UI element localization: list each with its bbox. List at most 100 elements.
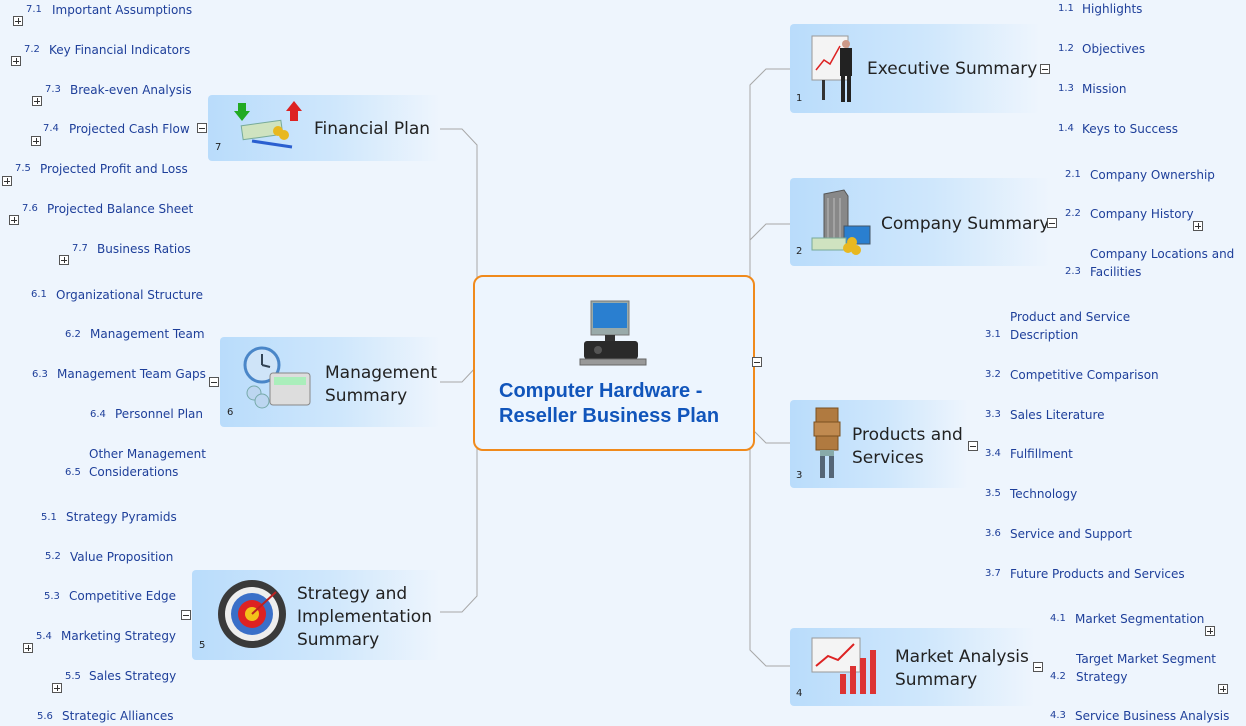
subtopic-strategic-alliances[interactable]: Strategic Alliances bbox=[62, 709, 174, 723]
expand-company-history-button[interactable] bbox=[1193, 221, 1203, 231]
central-title-line1: Computer Hardware - bbox=[499, 380, 703, 402]
subtopic-technology[interactable]: Technology bbox=[1010, 487, 1078, 501]
collapse-management-button[interactable] bbox=[209, 377, 219, 387]
label-line: Other Management bbox=[89, 447, 206, 461]
central-topic[interactable]: Computer Hardware - Reseller Business Pl… bbox=[473, 275, 755, 451]
subtopic-value-proposition[interactable]: Value Proposition bbox=[70, 550, 174, 564]
label-line: Products and bbox=[852, 425, 963, 445]
expand-button[interactable] bbox=[59, 255, 69, 265]
topic-products-services[interactable]: Products and Services 3 bbox=[790, 400, 968, 488]
collapse-market-button[interactable] bbox=[1033, 662, 1043, 672]
delivery-man-icon bbox=[813, 407, 841, 478]
collapse-company-button[interactable] bbox=[1047, 218, 1057, 228]
topic-management-summary[interactable]: Management Summary 6 bbox=[220, 337, 440, 427]
subtopic-key-financial-indicators[interactable]: Key Financial Indicators bbox=[49, 43, 191, 57]
label-line: Services bbox=[852, 448, 924, 468]
subtopic-objectives[interactable]: Objectives bbox=[1082, 42, 1146, 56]
item-number: 7.4 bbox=[43, 123, 59, 134]
item-number: 4.3 bbox=[1050, 710, 1066, 721]
collapse-executive-button[interactable] bbox=[1040, 64, 1050, 74]
topic-market-analysis[interactable]: Market Analysis Summary 4 bbox=[790, 628, 1035, 706]
subtopic-projected-cash-flow[interactable]: Projected Cash Flow bbox=[69, 122, 190, 136]
subtopic-marketing-strategy[interactable]: Marketing Strategy bbox=[61, 629, 177, 643]
expand-target-market-button[interactable] bbox=[1218, 684, 1228, 694]
topic-strategy-implementation[interactable]: Strategy and Implementation Summary 5 bbox=[192, 570, 440, 660]
subtopic-projected-profit-loss[interactable]: Projected Profit and Loss bbox=[40, 162, 188, 176]
expand-button[interactable] bbox=[11, 56, 21, 66]
item-number: 1.3 bbox=[1058, 83, 1074, 94]
subtopic-company-history[interactable]: Company History bbox=[1090, 207, 1194, 221]
expand-button[interactable] bbox=[31, 136, 41, 146]
subtopic-management-team-gaps[interactable]: Management Team Gaps bbox=[57, 367, 206, 381]
money-arrows-icon bbox=[234, 101, 302, 149]
topic-label: Executive Summary bbox=[867, 59, 1038, 79]
expand-button[interactable] bbox=[13, 16, 23, 26]
subtopic-service-business-analysis[interactable]: Service Business Analysis bbox=[1075, 709, 1230, 723]
subtopic-projected-balance-sheet[interactable]: Projected Balance Sheet bbox=[47, 202, 194, 216]
collapse-center-button[interactable] bbox=[752, 357, 762, 367]
subtopic-future-products[interactable]: Future Products and Services bbox=[1010, 567, 1185, 581]
item-number: 3.5 bbox=[985, 488, 1001, 499]
item-number: 2.2 bbox=[1065, 208, 1081, 219]
item-number: 7.6 bbox=[22, 203, 38, 214]
item-number: 1.2 bbox=[1058, 43, 1074, 54]
label-line: Summary bbox=[895, 670, 978, 690]
label-line: Facilities bbox=[1090, 265, 1142, 279]
item-number: 4.1 bbox=[1050, 613, 1066, 624]
subtopic-organizational-structure[interactable]: Organizational Structure bbox=[56, 288, 204, 302]
subtopic-strategy-pyramids[interactable]: Strategy Pyramids bbox=[66, 510, 177, 524]
subtopic-highlights[interactable]: Highlights bbox=[1082, 2, 1143, 16]
central-title-line2: Reseller Business Plan bbox=[499, 405, 720, 427]
item-number: 3.4 bbox=[985, 448, 1001, 459]
label-line: Market Analysis bbox=[895, 647, 1029, 667]
subtopic-market-segmentation[interactable]: Market Segmentation bbox=[1075, 612, 1205, 626]
subtopic-competitive-comparison[interactable]: Competitive Comparison bbox=[1010, 368, 1159, 382]
computer-icon bbox=[579, 300, 647, 366]
topic-number: 6 bbox=[227, 407, 234, 418]
collapse-financial-button[interactable] bbox=[197, 123, 207, 133]
subtopic-sales-literature[interactable]: Sales Literature bbox=[1010, 408, 1105, 422]
subtopic-personnel-plan[interactable]: Personnel Plan bbox=[115, 407, 203, 421]
subtopic-target-market-strategy[interactable]: Target Market Segment Strategy bbox=[1076, 650, 1216, 686]
subtopic-other-management[interactable]: Other Management Considerations bbox=[89, 445, 206, 481]
expand-button[interactable] bbox=[9, 215, 19, 225]
subtopic-service-support[interactable]: Service and Support bbox=[1010, 527, 1132, 541]
collapse-strategy-button[interactable] bbox=[181, 610, 191, 620]
item-number: 6.5 bbox=[65, 467, 81, 478]
expand-market-segmentation-button[interactable] bbox=[1205, 626, 1215, 636]
clock-calculator-icon bbox=[243, 346, 311, 409]
building-money-icon bbox=[811, 189, 871, 255]
topic-number: 4 bbox=[796, 688, 803, 699]
item-number: 5.3 bbox=[44, 591, 60, 602]
label-line: Product and Service bbox=[1010, 310, 1131, 324]
expand-button[interactable] bbox=[23, 643, 33, 653]
topic-label: Company Summary bbox=[881, 214, 1050, 234]
subtopic-break-even-analysis[interactable]: Break-even Analysis bbox=[70, 83, 192, 97]
label-line: Company Locations and bbox=[1090, 247, 1235, 261]
collapse-products-button[interactable] bbox=[968, 441, 978, 451]
topic-company-summary[interactable]: Company Summary 2 bbox=[790, 178, 1050, 266]
subtopic-important-assumptions[interactable]: Important Assumptions bbox=[52, 3, 193, 17]
subtopic-company-ownership[interactable]: Company Ownership bbox=[1090, 168, 1215, 182]
topic-number: 2 bbox=[796, 246, 803, 257]
topic-number: 5 bbox=[199, 640, 206, 651]
subtopic-management-team[interactable]: Management Team bbox=[90, 327, 205, 341]
topic-number: 1 bbox=[796, 93, 803, 104]
topic-financial-plan[interactable]: Financial Plan 7 bbox=[208, 95, 440, 161]
subtopic-business-ratios[interactable]: Business Ratios bbox=[97, 242, 191, 256]
subtopic-competitive-edge[interactable]: Competitive Edge bbox=[69, 589, 176, 603]
item-number: 1.1 bbox=[1058, 3, 1074, 14]
expand-button[interactable] bbox=[2, 176, 12, 186]
subtopic-company-locations[interactable]: Company Locations and Facilities bbox=[1090, 245, 1234, 281]
expand-button[interactable] bbox=[52, 683, 62, 693]
expand-button[interactable] bbox=[32, 96, 42, 106]
item-number: 1.4 bbox=[1058, 123, 1074, 134]
item-number: 3.6 bbox=[985, 528, 1001, 539]
item-number: 2.3 bbox=[1065, 266, 1081, 277]
subtopic-sales-strategy[interactable]: Sales Strategy bbox=[89, 669, 177, 683]
subtopic-fulfillment[interactable]: Fulfillment bbox=[1010, 447, 1073, 461]
subtopic-keys-to-success[interactable]: Keys to Success bbox=[1082, 122, 1178, 136]
subtopic-product-description[interactable]: Product and Service Description bbox=[1010, 308, 1130, 344]
topic-executive-summary[interactable]: Executive Summary 1 bbox=[790, 24, 1040, 113]
subtopic-mission[interactable]: Mission bbox=[1082, 82, 1127, 96]
